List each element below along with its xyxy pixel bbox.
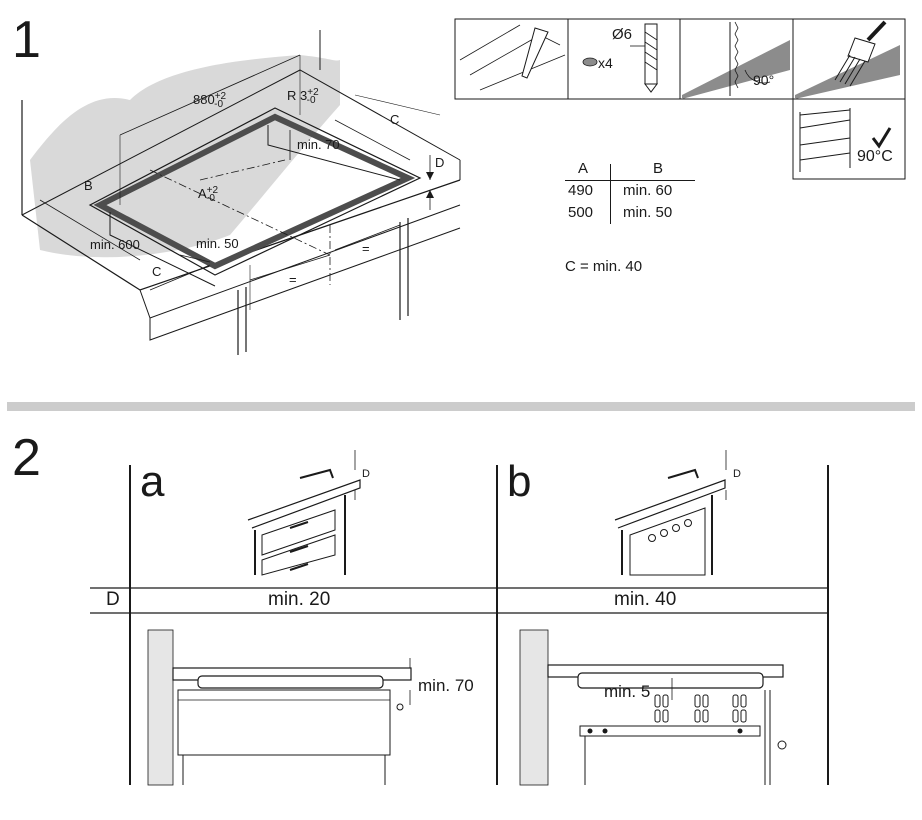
equal-sign-1: = bbox=[289, 272, 297, 287]
radius-tol-plus: +2 bbox=[307, 87, 319, 98]
radius-dimension: R 3+2-0 bbox=[287, 87, 328, 106]
min70-label: min. 70 bbox=[297, 137, 340, 152]
screws-count-label: x4 bbox=[598, 55, 613, 71]
table-cell: min. 50 bbox=[623, 204, 673, 221]
table-cell: 500 bbox=[568, 204, 594, 221]
variant-a-label: a bbox=[140, 457, 165, 506]
c-label-top: C bbox=[390, 112, 400, 127]
temperature-label: 90°C bbox=[857, 148, 893, 165]
row-label-d: D bbox=[106, 589, 120, 610]
table-rule bbox=[565, 180, 695, 181]
min50-label: min. 50 bbox=[196, 236, 239, 251]
b-label: B bbox=[84, 178, 93, 193]
drill-size-label: Ø6 bbox=[612, 26, 633, 43]
width-tol-plus: +2 bbox=[214, 91, 227, 102]
depth-value: A bbox=[198, 186, 207, 201]
table-cell: min. 60 bbox=[623, 182, 673, 199]
radius-tol-minus: -0 bbox=[306, 95, 316, 106]
radius-value: R 3 bbox=[287, 88, 308, 103]
d-label: D bbox=[435, 155, 445, 170]
width-value: 880 bbox=[193, 92, 215, 107]
table-cell: 490 bbox=[568, 182, 594, 199]
variant-b-label: b bbox=[507, 457, 532, 506]
width-tol-minus: -0 bbox=[214, 99, 224, 110]
step-1-number: 1 bbox=[12, 11, 41, 69]
d-top-a: D bbox=[362, 468, 370, 480]
variant-b-value: min. 40 bbox=[614, 589, 677, 610]
d-top-b: D bbox=[733, 468, 741, 480]
equal-sign-2: = bbox=[362, 241, 370, 256]
variant-b-min5: min. 5 bbox=[604, 682, 651, 701]
min600-label: min. 600 bbox=[90, 237, 140, 252]
depth-tol-minus: -0 bbox=[206, 193, 215, 204]
c-note: C = min. 40 bbox=[565, 258, 643, 275]
table-header-b: B bbox=[653, 160, 664, 177]
step-2-number: 2 bbox=[12, 429, 41, 487]
c-label-bottom: C bbox=[152, 264, 162, 279]
width-dimension: 880+2-0 bbox=[193, 91, 235, 110]
variant-a-value: min. 20 bbox=[268, 589, 331, 610]
variant-a-min70: min. 70 bbox=[418, 676, 474, 695]
table-header-a: A bbox=[578, 160, 589, 177]
table-divider bbox=[610, 164, 611, 224]
depth-dimension: A+2-0 bbox=[198, 185, 227, 204]
angle-label: 90° bbox=[753, 72, 775, 88]
depth-tol-plus: +2 bbox=[206, 185, 219, 196]
section-divider bbox=[7, 402, 915, 411]
